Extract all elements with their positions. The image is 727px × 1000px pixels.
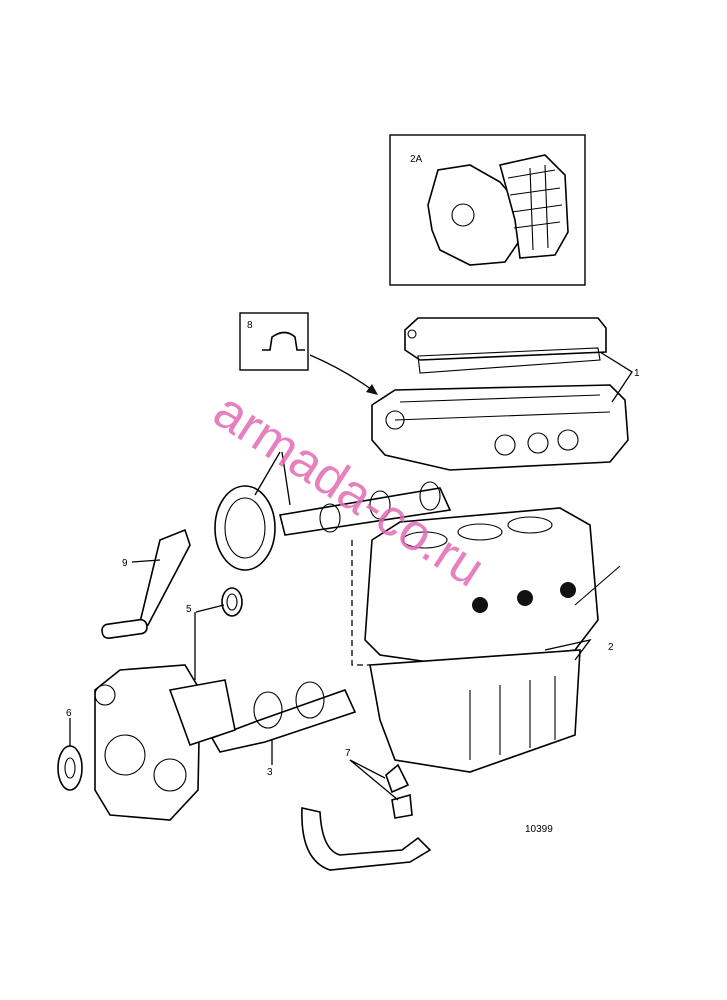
engine-mount-bracket: 7 (301, 748, 432, 871)
callout-2: 2 (608, 642, 614, 653)
callout-9: 9 (122, 558, 128, 569)
figure-number: 10399 (525, 824, 553, 835)
crankshaft: 3 (210, 681, 357, 778)
crank-pulley: 6 (57, 708, 83, 791)
inset-label-8: 8 (247, 320, 253, 331)
timing-cover: 5 (94, 604, 236, 821)
cylinder-head-assembly: 1 (371, 317, 640, 471)
camshaft-assembly (214, 451, 452, 571)
callout-7: 7 (345, 748, 351, 759)
callout-5: 5 (186, 604, 192, 615)
engine-block: 2 (351, 507, 621, 773)
inset-cover-2a: 2A (389, 134, 586, 286)
starting-handle: 9 (101, 528, 191, 640)
callout-3: 3 (267, 767, 273, 778)
inset-clip-8: 8 (239, 312, 378, 395)
callout-1: 1 (634, 368, 640, 379)
inset-label-2a: 2A (410, 154, 423, 165)
callout-6: 6 (66, 708, 72, 719)
bearing (195, 587, 243, 617)
